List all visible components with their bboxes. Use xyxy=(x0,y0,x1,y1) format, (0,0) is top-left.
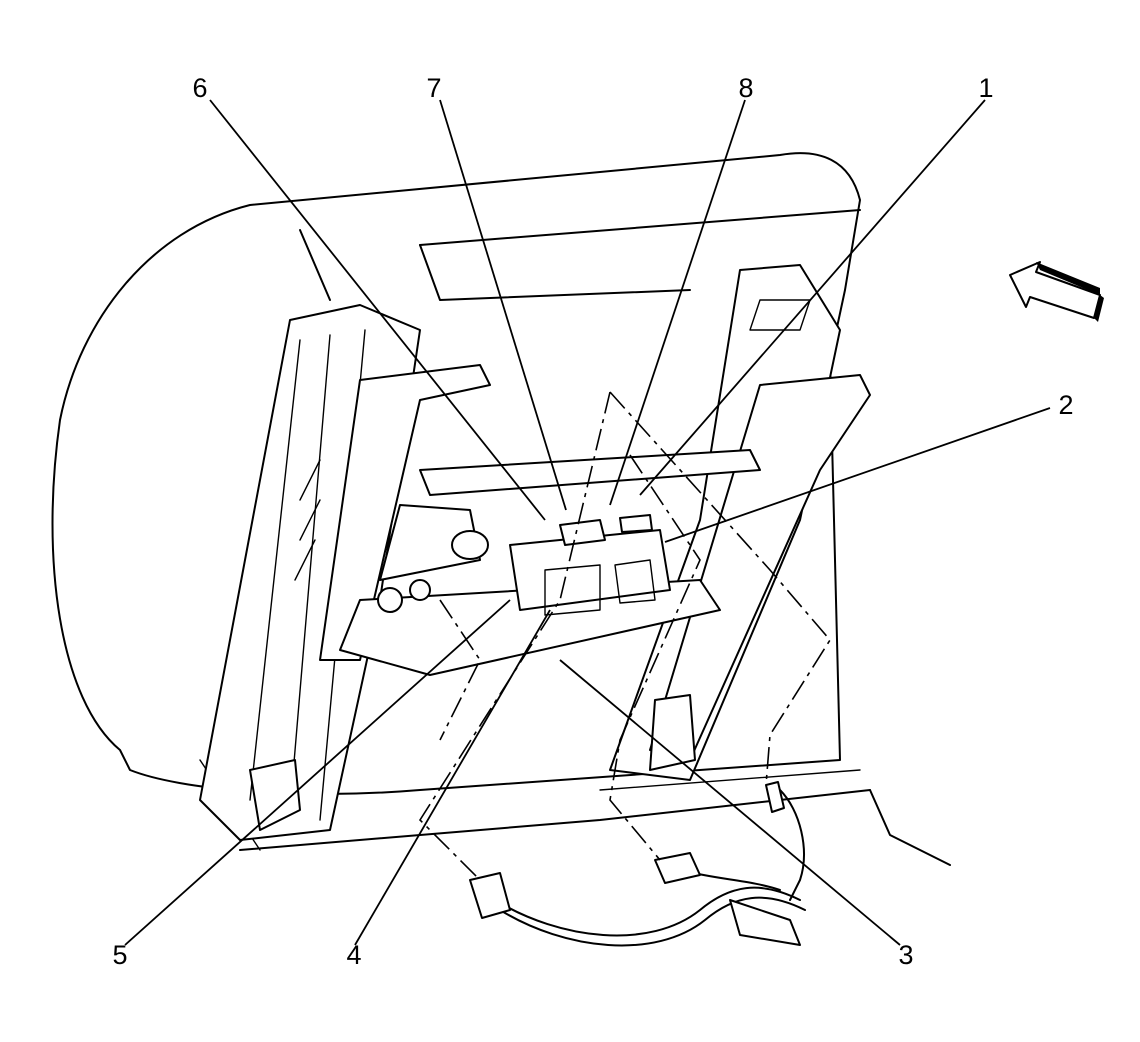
callout-1: 1 xyxy=(978,73,993,103)
callout-6: 6 xyxy=(192,73,207,103)
seat-cushion xyxy=(51,152,951,866)
wiring-harness xyxy=(469,781,806,947)
callout-4: 4 xyxy=(346,940,361,970)
callout-3: 3 xyxy=(898,940,913,970)
callout-2: 2 xyxy=(1058,390,1073,420)
left-seat-track xyxy=(199,304,491,841)
connection-dashes xyxy=(418,391,831,881)
callout-8: 8 xyxy=(738,73,753,103)
right-seat-track xyxy=(609,264,871,781)
leader-lines xyxy=(124,99,1051,946)
callout-5: 5 xyxy=(112,940,127,970)
view-direction-arrow-icon xyxy=(1009,261,1104,322)
callout-7: 7 xyxy=(426,73,441,103)
